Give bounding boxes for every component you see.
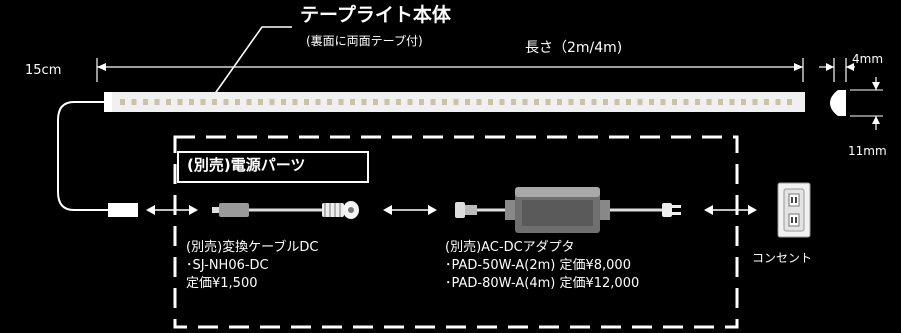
led-chip bbox=[660, 99, 666, 105]
led-chip bbox=[120, 99, 125, 105]
led-chip bbox=[430, 99, 436, 105]
wall-outlet-icon bbox=[777, 182, 811, 238]
led-chip bbox=[304, 99, 309, 105]
led-chip bbox=[775, 99, 781, 105]
led-chip bbox=[752, 99, 758, 105]
power-parts-title: (別売)電源パーツ bbox=[187, 156, 306, 174]
cable-length-label: 15cm bbox=[25, 63, 62, 78]
led-chip bbox=[465, 99, 470, 105]
conversion-cable bbox=[212, 201, 359, 219]
height-label: 11mm bbox=[848, 144, 887, 158]
led-chip bbox=[637, 99, 643, 105]
strip-dc-plug bbox=[108, 203, 138, 217]
led-chip bbox=[442, 99, 447, 105]
led-row bbox=[120, 99, 792, 105]
led-chip bbox=[718, 99, 723, 105]
ac-dc-adapter bbox=[455, 187, 681, 233]
led-chip bbox=[200, 99, 206, 105]
led-chip bbox=[189, 99, 194, 105]
strip-subtitle: (裏面に両面テープ付) bbox=[306, 34, 423, 48]
width-label: 4mm bbox=[852, 52, 884, 66]
led-chip bbox=[580, 99, 585, 105]
led-chip bbox=[143, 99, 148, 105]
led-chip bbox=[384, 99, 390, 105]
led-chip bbox=[166, 99, 171, 105]
led-chip bbox=[258, 99, 263, 105]
led-chip bbox=[453, 99, 459, 105]
led-chip bbox=[672, 99, 677, 105]
led-chip bbox=[695, 99, 700, 105]
led-chip bbox=[614, 99, 620, 105]
led-chip bbox=[591, 99, 597, 105]
power-parts-title-box bbox=[177, 151, 369, 183]
led-chip bbox=[476, 99, 482, 105]
led-chip bbox=[603, 99, 608, 105]
adapter-desc-line: (別売)AC-DCアダプタ bbox=[445, 240, 575, 255]
cable-desc-line: (別売)変換ケーブルDC bbox=[186, 240, 319, 255]
led-chip bbox=[223, 99, 229, 105]
arrow-cable-to-adapter bbox=[383, 205, 437, 215]
led-chip bbox=[246, 99, 252, 105]
strip-cross-section bbox=[830, 90, 846, 116]
led-chip bbox=[706, 99, 712, 105]
led-chip bbox=[511, 99, 516, 105]
led-chip bbox=[729, 99, 735, 105]
led-chip bbox=[396, 99, 401, 105]
led-chip bbox=[488, 99, 493, 105]
led-chip bbox=[626, 99, 631, 105]
led-chip bbox=[499, 99, 505, 105]
cable-desc-line: 定価¥1,500 bbox=[186, 276, 258, 291]
conversion-cable-description: (別売)変換ケーブルDC ･SJ-NH06-DC 定価¥1,500 bbox=[186, 239, 318, 293]
led-chip bbox=[649, 99, 654, 105]
led-chip bbox=[764, 99, 769, 105]
led-chip bbox=[338, 99, 344, 105]
led-chip bbox=[568, 99, 574, 105]
led-chip bbox=[787, 99, 792, 105]
led-chip bbox=[407, 99, 413, 105]
led-chip bbox=[212, 99, 217, 105]
strip-cable bbox=[57, 101, 108, 211]
length-arrow-right bbox=[794, 63, 803, 71]
led-chip bbox=[741, 99, 746, 105]
led-chip bbox=[177, 99, 183, 105]
led-chip bbox=[557, 99, 562, 105]
led-chip bbox=[683, 99, 689, 105]
length-label: 長さ（2m/4m) bbox=[525, 40, 623, 56]
led-chip bbox=[534, 99, 539, 105]
led-chip bbox=[315, 99, 321, 105]
led-chip bbox=[327, 99, 332, 105]
led-chip bbox=[269, 99, 275, 105]
power-parts-frame bbox=[173, 135, 739, 329]
led-chip bbox=[292, 99, 298, 105]
led-chip bbox=[545, 99, 551, 105]
led-chip bbox=[361, 99, 367, 105]
strip-title: テープライト本体 bbox=[300, 4, 451, 26]
cable-desc-line: ･SJ-NH06-DC bbox=[186, 258, 269, 273]
adapter-desc-line: ･PAD-50W-A(2m) 定価¥8,000 bbox=[445, 258, 631, 273]
length-arrow-left bbox=[97, 63, 106, 71]
led-chip bbox=[350, 99, 355, 105]
led-chip bbox=[373, 99, 378, 105]
led-chip bbox=[154, 99, 160, 105]
adapter-desc-line: ･PAD-80W-A(4m) 定価¥12,000 bbox=[445, 276, 640, 291]
arrow-adapter-to-outlet bbox=[704, 205, 757, 215]
outlet-label: コンセント bbox=[752, 251, 813, 265]
title-leader-line bbox=[213, 26, 292, 96]
led-chip bbox=[281, 99, 286, 105]
arrow-strip-to-cable bbox=[146, 205, 198, 215]
led-chip bbox=[131, 99, 137, 105]
adapter-description: (別売)AC-DCアダプタ ･PAD-50W-A(2m) 定価¥8,000 ･P… bbox=[445, 239, 639, 293]
led-chip bbox=[235, 99, 240, 105]
led-chip bbox=[419, 99, 424, 105]
led-chip bbox=[522, 99, 528, 105]
